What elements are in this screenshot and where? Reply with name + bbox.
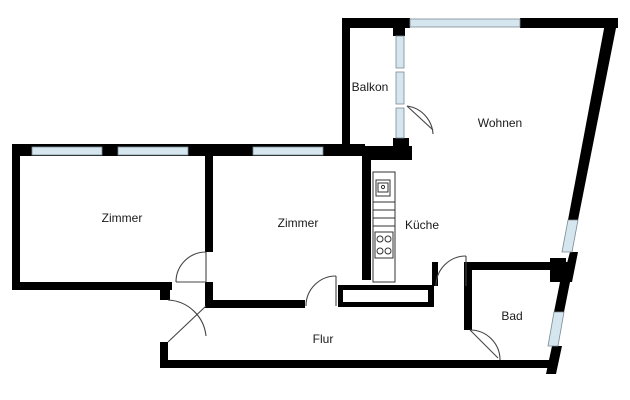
label-living: Wohnen [478, 116, 522, 130]
label-balcony: Balkon [352, 80, 389, 94]
stove-burner-4 [384, 247, 392, 255]
wall-living-north-right [520, 18, 618, 28]
window-balcony-door-1 [395, 35, 405, 69]
wall-stub-kitchen-door [432, 262, 438, 286]
wall-left-room-south [12, 282, 172, 290]
sink-icon [375, 179, 391, 197]
label-room-middle: Zimmer [278, 216, 319, 230]
label-room-left: Zimmer [102, 211, 143, 225]
wall-kitchen-counter-east [428, 285, 434, 307]
wall-left-middle-partition-lower [205, 282, 213, 306]
stove-burner-3 [376, 247, 384, 255]
window-bath-east [547, 311, 565, 347]
label-kitchen: Küche [405, 218, 439, 232]
room-labels: Balkon Wohnen Zimmer Zimmer Küche Flur B… [102, 80, 523, 346]
door-balcony-leaf [406, 105, 434, 131]
wall-middle-room-south [205, 300, 305, 308]
window-living-top [409, 18, 521, 28]
stove-icon [374, 231, 394, 259]
sink-basin [377, 182, 389, 193]
door-bath-swing [469, 329, 501, 361]
wall-left-room-west [12, 144, 20, 290]
kitchen-fixtures [372, 171, 396, 283]
wall-bath-west [464, 262, 472, 330]
sink-drain [380, 184, 386, 190]
wall-balcony-west [342, 18, 350, 148]
wall-hallway-west [160, 342, 168, 368]
door-bath-leaf [469, 329, 499, 359]
door-left-room-swing [175, 251, 207, 283]
wall-kitchen-counter-west [338, 285, 343, 305]
walls [12, 18, 618, 374]
door-kitchen-swing [435, 255, 467, 287]
wall-kitchen-counter-south [338, 285, 434, 290]
door-balcony-swing [406, 105, 434, 135]
wall-bath-north-corner [550, 258, 566, 282]
wall-balcony-north [342, 18, 410, 28]
window-middle-room [252, 146, 324, 156]
window-left-room-1 [31, 146, 103, 156]
wall-kitchen-counter-bottom [338, 302, 434, 307]
wall-bath-north [464, 262, 574, 270]
window-living-east [561, 219, 579, 253]
door-middle-room-swing [305, 275, 337, 307]
doors [167, 105, 501, 361]
wall-left-room-south-stub [160, 282, 170, 300]
window-left-room-2 [117, 146, 189, 156]
window-balcony-door-3 [395, 107, 405, 139]
wall-living-east-slanted [568, 18, 618, 220]
stove-burner-2 [384, 235, 392, 243]
windows [31, 18, 579, 347]
wall-balcony-living-partition-bottom [393, 138, 409, 158]
wall-balcony-living-partition-top [393, 18, 405, 36]
wall-bath-east-slanted [554, 282, 570, 312]
wall-hallway-south [160, 360, 556, 368]
door-entrance-swing [167, 299, 207, 337]
kitchen-counter [372, 171, 396, 283]
door-entrance-leaf [167, 305, 207, 343]
stove-burner-1 [376, 235, 384, 243]
label-hallway: Flur [313, 332, 334, 346]
label-bath: Bad [501, 309, 522, 323]
wall-middle-kitchen-partition [362, 150, 371, 280]
wall-left-middle-partition [205, 150, 213, 252]
window-balcony-door-2 [395, 71, 405, 105]
